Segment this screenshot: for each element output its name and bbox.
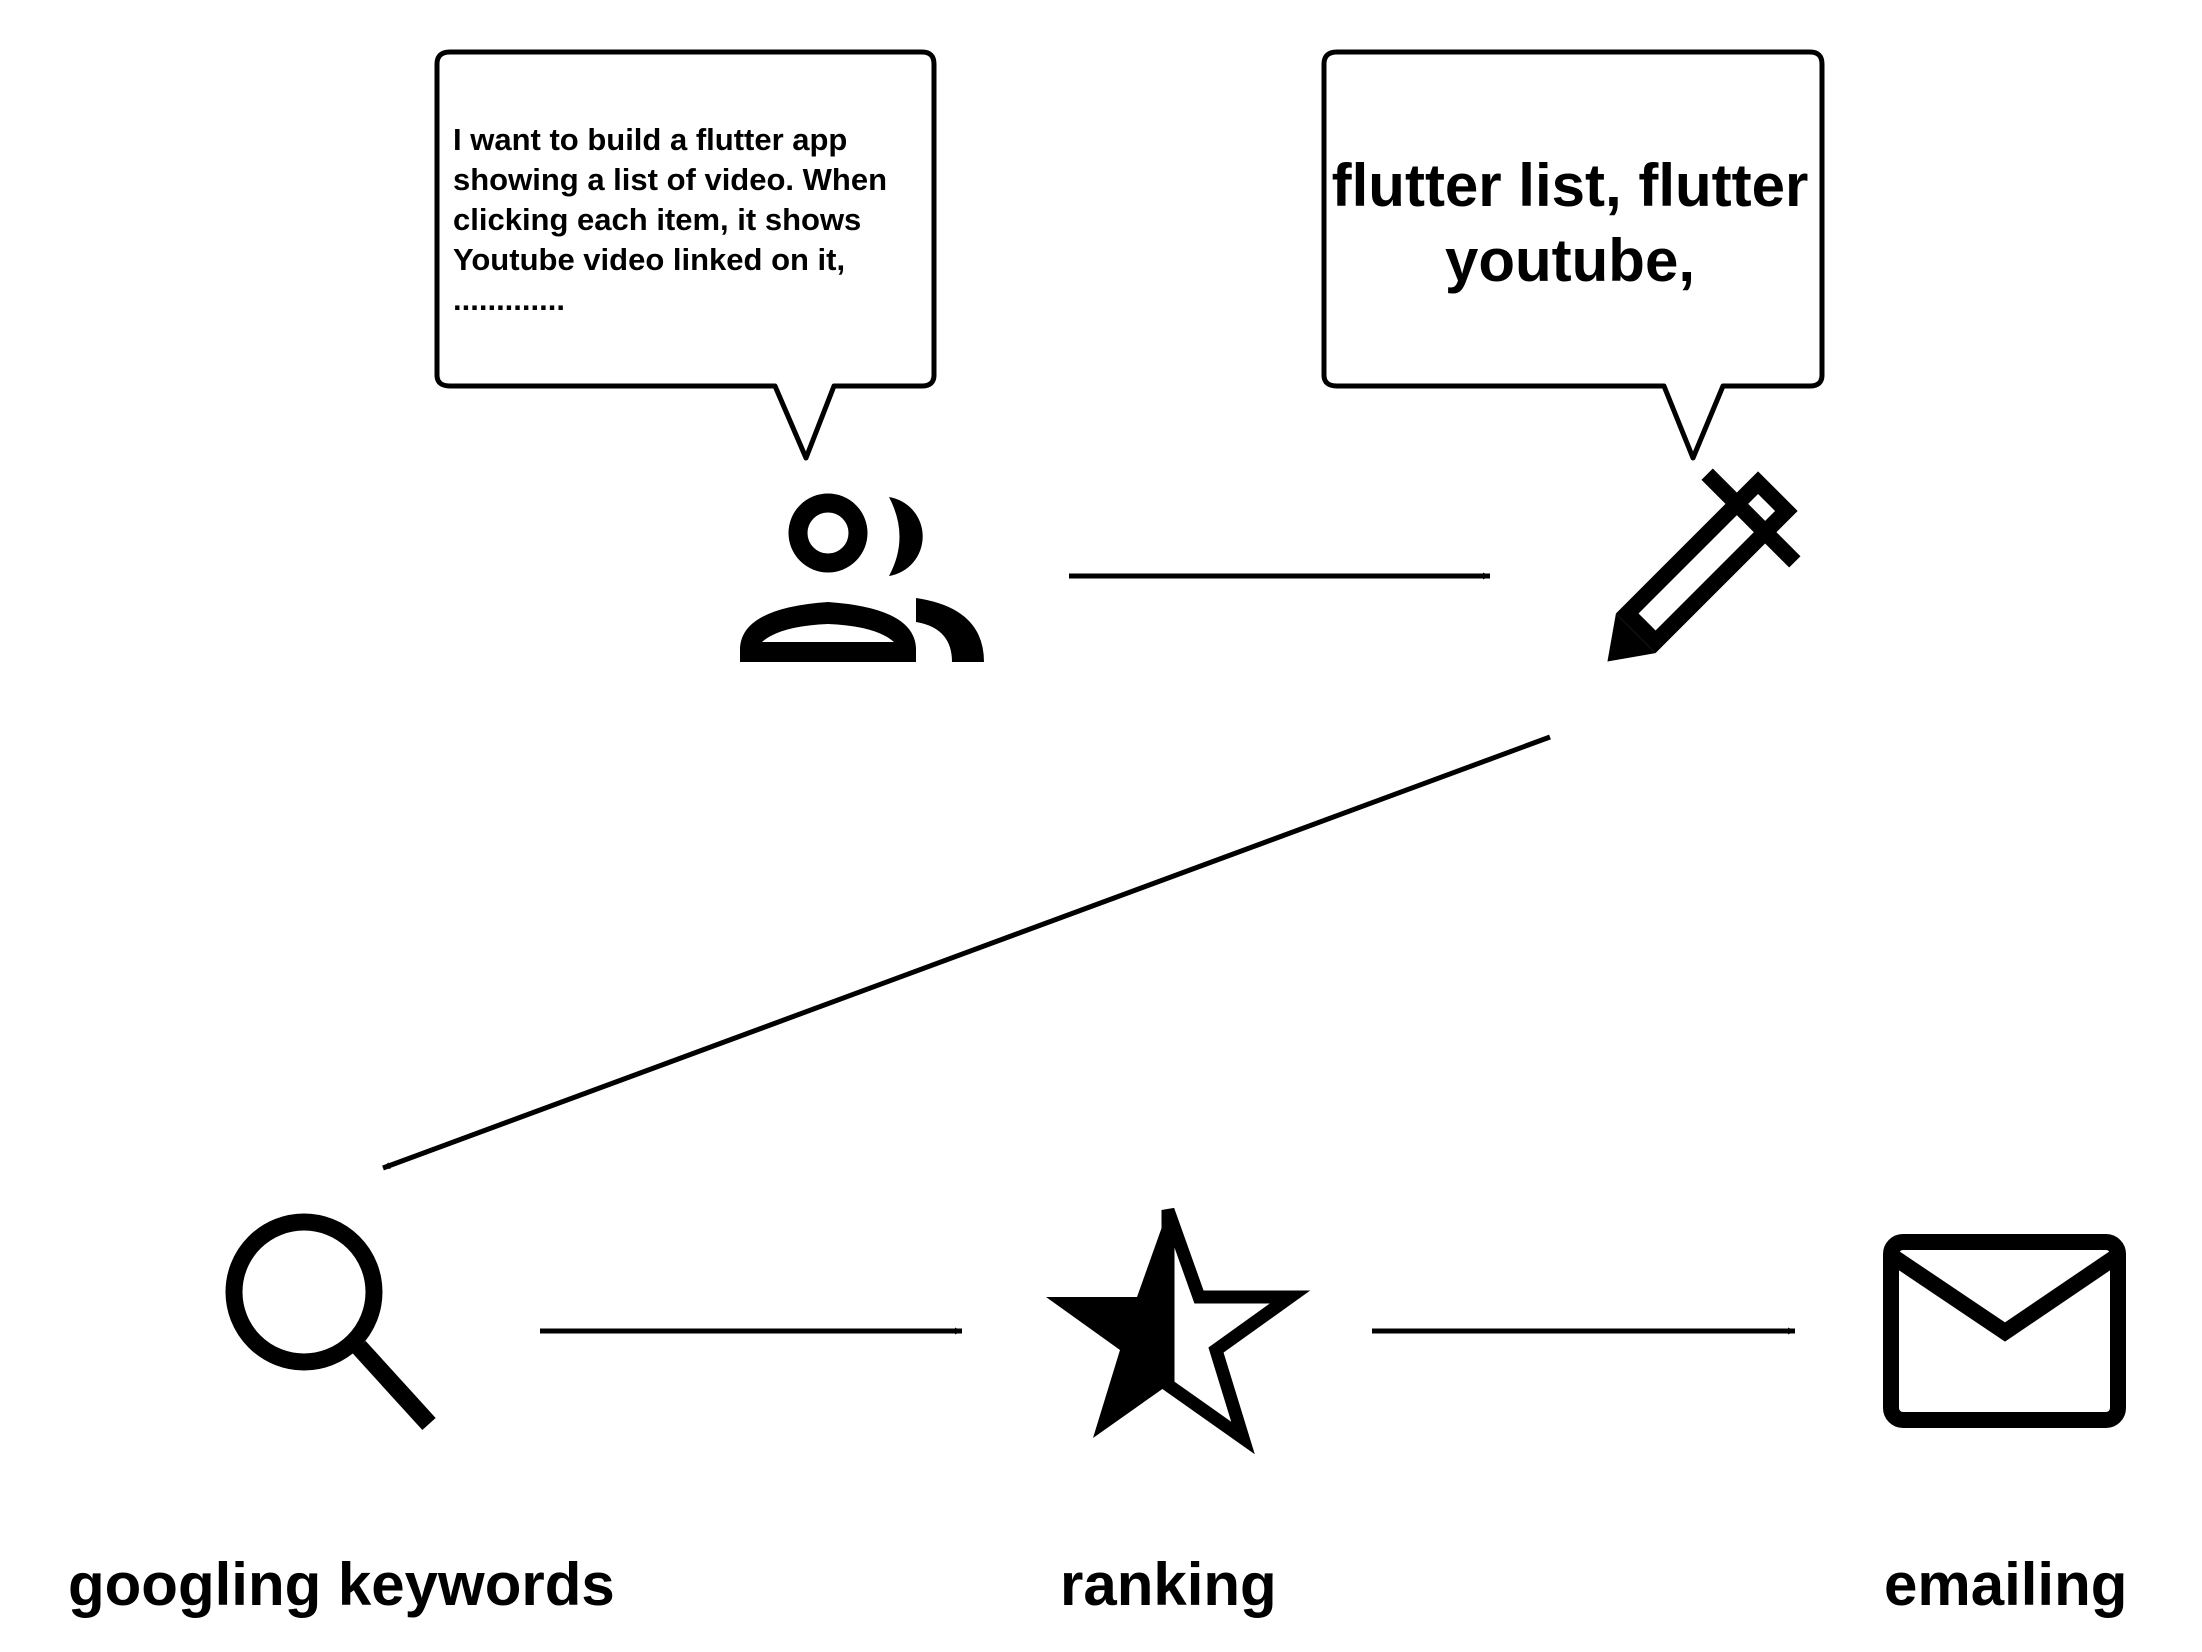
ranking-label: ranking (1060, 1551, 1277, 1618)
half-star-icon (1046, 1207, 1311, 1455)
googling-keywords-label: googling keywords (68, 1551, 615, 1618)
arrow-pencil-to-search (382, 734, 1551, 1171)
pencil-icon (1607, 468, 1801, 662)
emailing-label: emailing (1884, 1551, 2128, 1618)
mail-icon (1883, 1234, 2126, 1428)
request-bubble-text: I want to build a flutter app showing a … (453, 122, 888, 317)
request-speech-bubble (434, 49, 937, 461)
search-icon (225, 1213, 436, 1431)
keywords-speech-bubble (1321, 49, 1825, 461)
people-icon (740, 493, 984, 662)
keywords-bubble-text: flutter list, flutter youtube, (1331, 152, 1809, 294)
